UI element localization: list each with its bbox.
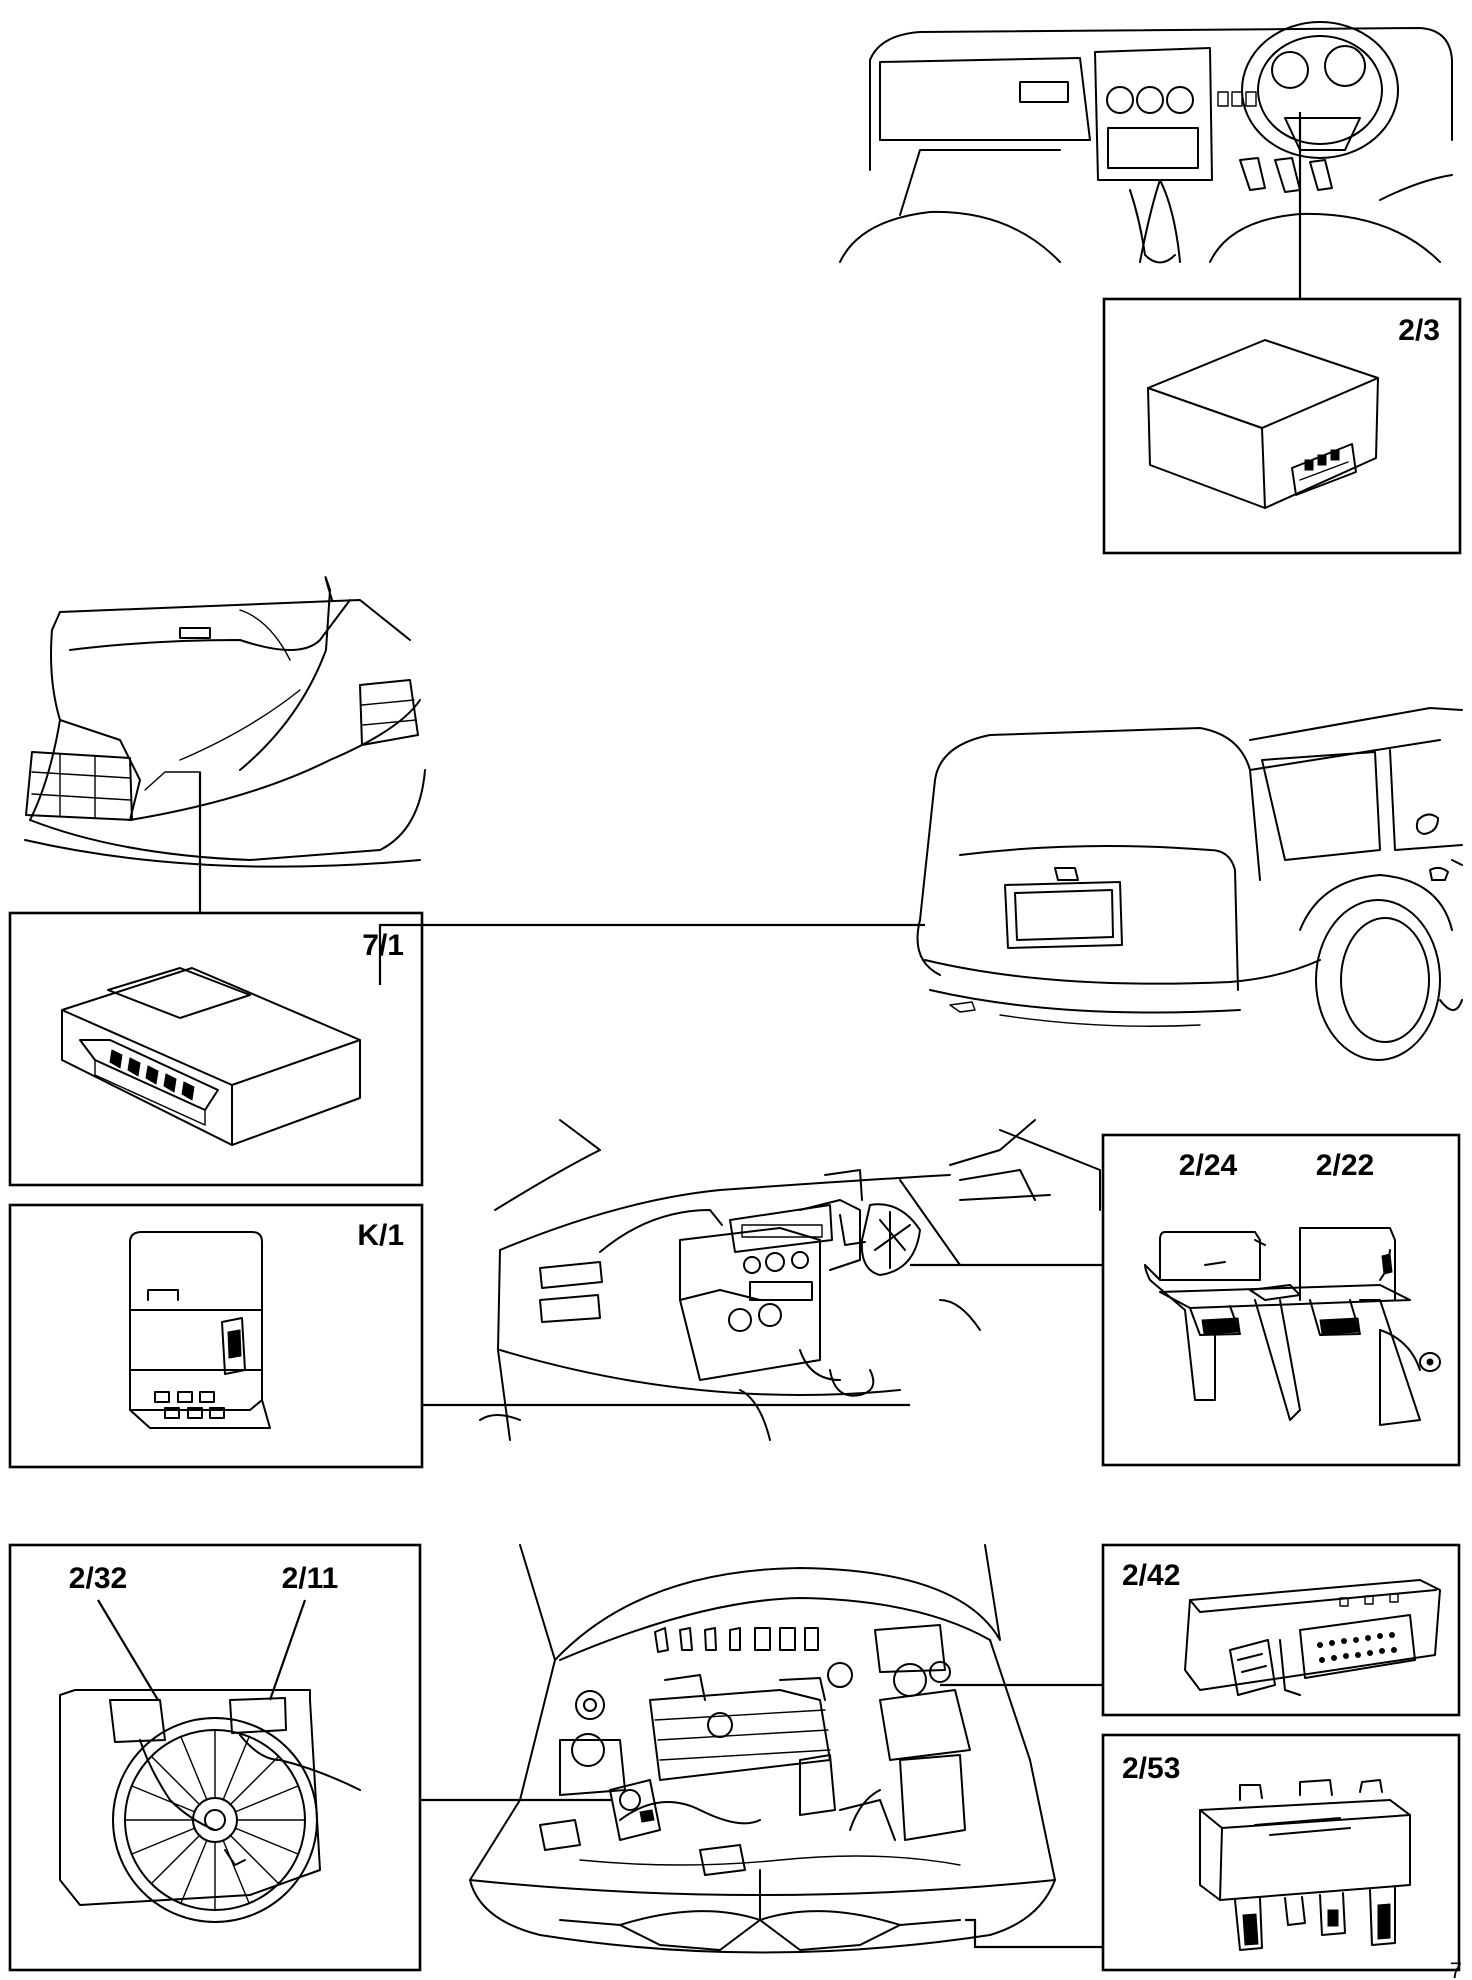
component-box-2-42: 2/42	[1101, 1543, 1461, 1717]
estate-car-illustration	[916, 707, 1463, 1061]
control-module-2-42-drawing	[1184, 1579, 1441, 1696]
centre-console-illustration	[479, 1119, 1101, 1441]
label-2-24: 2/24	[1179, 1149, 1238, 1182]
page-number: 7	[1450, 1958, 1462, 1980]
leader-2-53	[965, 1918, 1102, 1949]
component-box-2-32-2-11: 2/32 2/11	[8, 1543, 422, 1972]
component-box-2-53: 2/53	[1101, 1733, 1461, 1972]
component-box-2-24-2-22: 2/24 2/22	[1101, 1133, 1461, 1467]
label-2-11: 2/11	[282, 1562, 339, 1595]
label-2-3: 2/3	[1398, 314, 1440, 347]
sedan-trunk-illustration	[24, 576, 426, 868]
engine-bay-illustration	[469, 1544, 1056, 1954]
label-2-42: 2/42	[1122, 1559, 1180, 1592]
relay-2-53-drawing	[1199, 1779, 1411, 1951]
control-module-2-3-drawing	[1147, 339, 1379, 509]
relay-k-1-drawing	[129, 1231, 271, 1429]
leader-2-11	[268, 1599, 307, 1701]
label-2-53: 2/53	[1122, 1752, 1180, 1785]
label-k-1: K/1	[357, 1219, 404, 1252]
component-box-k-1: K/1	[8, 1203, 424, 1469]
component-box-2-3: 2/3	[1102, 297, 1462, 555]
leader-2-32	[97, 1599, 159, 1701]
label-2-32: 2/32	[69, 1562, 127, 1595]
radiator-fan-drawing	[59, 1689, 361, 1923]
control-module-7-1-drawing	[61, 967, 361, 1146]
leader-estate	[378, 923, 925, 985]
dashboard-illustration	[839, 21, 1453, 264]
relay-holder-drawing	[1144, 1227, 1441, 1426]
label-2-22: 2/22	[1316, 1149, 1374, 1182]
label-7-1: 7/1	[362, 929, 404, 962]
component-box-7-1: 7/1	[8, 911, 424, 1187]
